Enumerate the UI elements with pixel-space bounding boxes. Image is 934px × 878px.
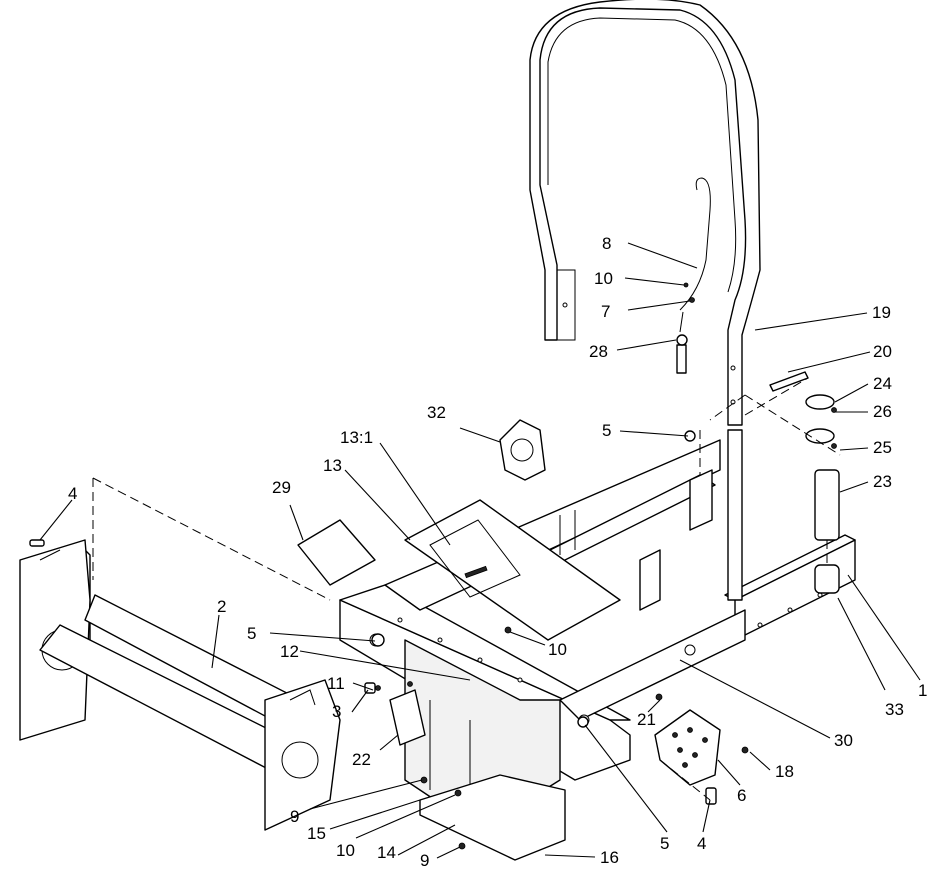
callout-1: 1: [918, 681, 927, 700]
callout-9-bottom: 9: [420, 851, 429, 870]
callout-18: 18: [775, 762, 794, 781]
callout-21: 21: [637, 710, 656, 729]
callout-32: 32: [427, 403, 446, 422]
callout-9-left: 9: [290, 807, 299, 826]
hitch-pin-assembly: [676, 177, 711, 374]
hardware: [29, 371, 837, 850]
callout-23: 23: [873, 472, 892, 491]
callout-33: 33: [885, 700, 904, 719]
bracket-32: [499, 419, 546, 481]
callout-30: 30: [834, 731, 853, 750]
callout-19: 19: [872, 303, 891, 322]
cylinder-parts: [814, 469, 840, 594]
callout-2: 2: [217, 597, 226, 616]
callout-11: 11: [327, 674, 345, 693]
alignment-lines: [92, 377, 841, 801]
callout-20: 20: [873, 342, 892, 361]
callout-6: 6: [737, 786, 746, 805]
callout-12: 12: [280, 642, 299, 661]
callout-29: 29: [272, 478, 291, 497]
callout-10-seat: 10: [548, 640, 567, 659]
callout-13: 13: [323, 456, 342, 475]
seat-plate: [404, 499, 621, 641]
callout-8: 8: [602, 234, 611, 253]
callout-5-top: 5: [602, 421, 611, 440]
callout-labels: 1 2 3 4 4 5 5 5 6 7 8 9 9 10 10 10 11 12…: [68, 234, 927, 870]
callout-13-1: 13:1: [340, 428, 373, 447]
decal: [297, 519, 376, 586]
callout-26: 26: [873, 402, 892, 421]
roller-assembly: [19, 539, 341, 831]
callout-5-frame: 5: [247, 624, 256, 643]
callout-10-bottom: 10: [336, 841, 355, 860]
bracket-22: [389, 689, 426, 746]
footrest: [654, 709, 721, 786]
callout-5-bottom: 5: [660, 834, 669, 853]
callout-4-left: 4: [68, 484, 77, 503]
leader-lines: [39, 242, 921, 859]
callout-22: 22: [352, 750, 371, 769]
callout-14: 14: [377, 843, 396, 862]
roll-bar: [529, 0, 761, 426]
tray: [419, 774, 566, 861]
callout-16: 16: [600, 848, 619, 867]
callout-7: 7: [601, 302, 610, 321]
callout-4-bottom: 4: [697, 834, 706, 853]
callout-24: 24: [873, 374, 892, 393]
callout-25: 25: [873, 438, 892, 457]
callout-10-top: 10: [594, 269, 613, 288]
callout-28: 28: [589, 342, 608, 361]
callout-3: 3: [332, 702, 341, 721]
callout-15: 15: [307, 824, 326, 843]
